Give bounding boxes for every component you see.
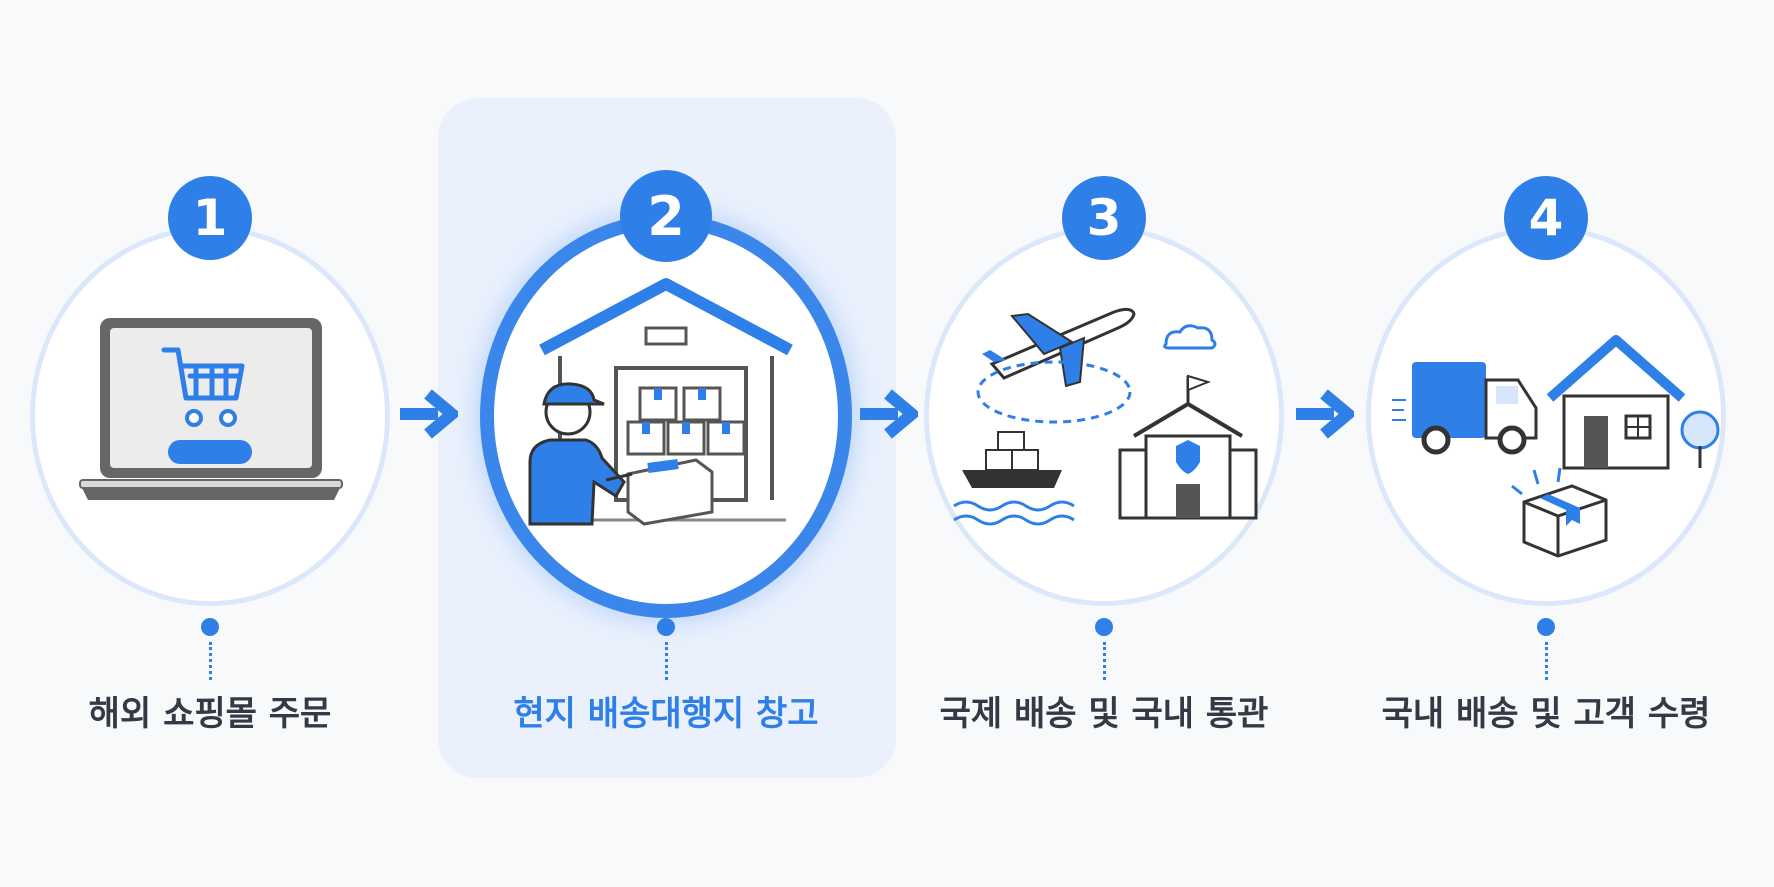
step-1-label: 해외 쇼핑몰 주문 [88, 694, 332, 734]
laptop-cart-icon [79, 318, 343, 500]
step-3-ring [924, 226, 1284, 606]
step-4: 4 국내 배송 및 고객 수령 [1336, 0, 1756, 887]
step-3: 3 국제 배송 및 국내 통관 [894, 0, 1314, 887]
step-4-dot [1537, 618, 1555, 636]
step-2: 2 현지 배송대행지 창고 [456, 0, 876, 887]
arrow-right-icon [1296, 389, 1354, 439]
step-2-dot [657, 618, 675, 636]
step-3-badge: 3 [1062, 176, 1146, 260]
step-1-badge: 1 [168, 176, 252, 260]
step-3-dot [1095, 618, 1113, 636]
step-2-label: 현지 배송대행지 창고 [513, 694, 819, 734]
arrow-right-icon [400, 389, 458, 439]
truck-house-delivery-icon [1392, 335, 1720, 558]
step-3-label: 국제 배송 및 국내 통관 [939, 694, 1269, 734]
step-4-label: 국내 배송 및 고객 수령 [1381, 694, 1711, 734]
step-1-dot [201, 618, 219, 636]
step-1-connector [209, 642, 212, 680]
warehouse-worker-icon [528, 278, 793, 526]
step-2-connector [665, 642, 668, 680]
arrow-right-icon [860, 389, 918, 439]
step-2-badge: 2 [620, 170, 712, 262]
step-1: 1 해외 쇼핑몰 주문 [0, 0, 420, 887]
plane-ship-customs-icon [953, 307, 1258, 526]
step-3-connector [1103, 642, 1106, 680]
step-4-connector [1545, 642, 1548, 680]
step-4-badge: 4 [1504, 176, 1588, 260]
